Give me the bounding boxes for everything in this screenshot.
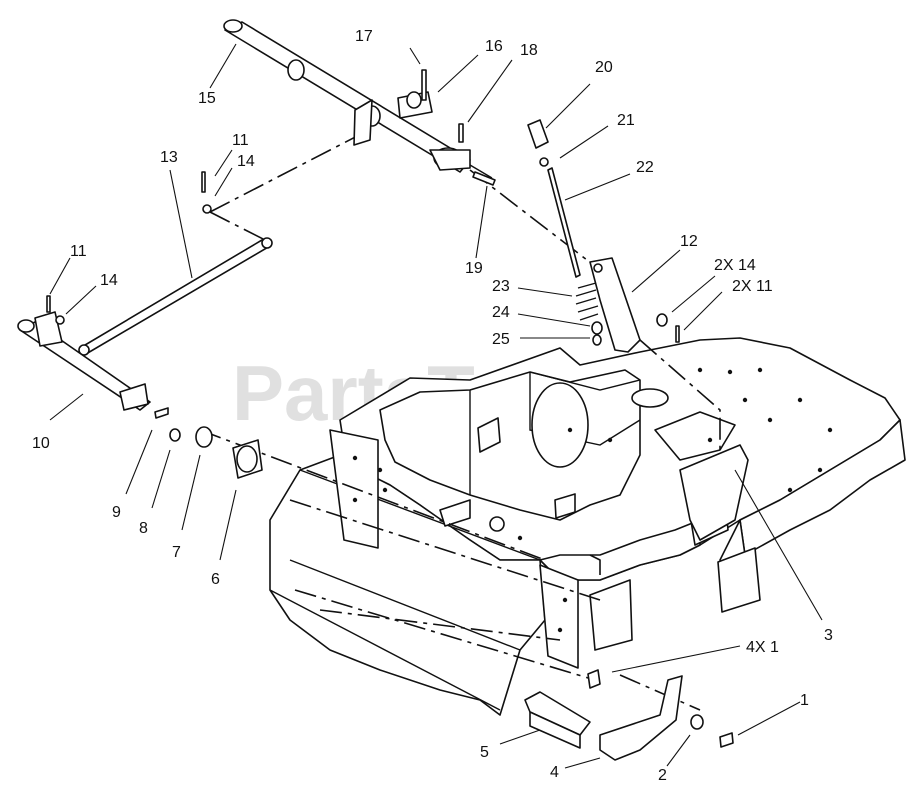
callout-23: 23 <box>492 278 510 295</box>
callout-17: 17 <box>355 28 373 45</box>
callout-24: 24 <box>492 304 510 321</box>
callout-9: 9 <box>112 504 121 521</box>
callout-18: 18 <box>520 42 538 59</box>
pedal-assembly <box>524 669 734 761</box>
callout-3: 3 <box>824 627 833 644</box>
callout-1: 1 <box>800 692 809 709</box>
callout-2x14: 2X 14 <box>714 257 756 274</box>
callout-16: 16 <box>485 38 503 55</box>
callout-4x1: 4X 1 <box>746 639 779 656</box>
callout-20: 20 <box>595 59 613 76</box>
callout-11-top: 11 <box>232 132 249 149</box>
callout-19: 19 <box>465 260 483 277</box>
callout-25: 25 <box>492 331 510 348</box>
callout-labels: 17 16 18 20 21 22 15 11 14 13 19 12 2X 1… <box>32 28 833 784</box>
callout-2: 2 <box>658 767 667 784</box>
link-rod <box>78 171 273 356</box>
callout-5: 5 <box>480 744 489 761</box>
deck-frame <box>269 337 906 716</box>
callout-4: 4 <box>550 764 559 781</box>
callout-14-left: 14 <box>100 272 118 289</box>
assembly-lines <box>199 131 721 711</box>
lower-shaft-assembly <box>17 295 263 479</box>
callout-22: 22 <box>636 159 654 176</box>
callout-7: 7 <box>172 544 181 561</box>
callout-21: 21 <box>617 112 635 129</box>
lift-shaft-assembly <box>223 19 496 186</box>
callout-leaders <box>49 43 823 769</box>
callout-14-top: 14 <box>237 153 255 170</box>
callout-10: 10 <box>32 435 50 452</box>
spring-rod-assembly <box>527 119 680 353</box>
callout-11-left: 11 <box>70 243 87 260</box>
callout-6: 6 <box>211 571 220 588</box>
callout-12: 12 <box>680 233 698 250</box>
callout-15: 15 <box>198 90 216 107</box>
callout-2x11: 2X 11 <box>732 278 773 295</box>
callout-8: 8 <box>139 520 148 537</box>
callout-13: 13 <box>160 149 178 166</box>
